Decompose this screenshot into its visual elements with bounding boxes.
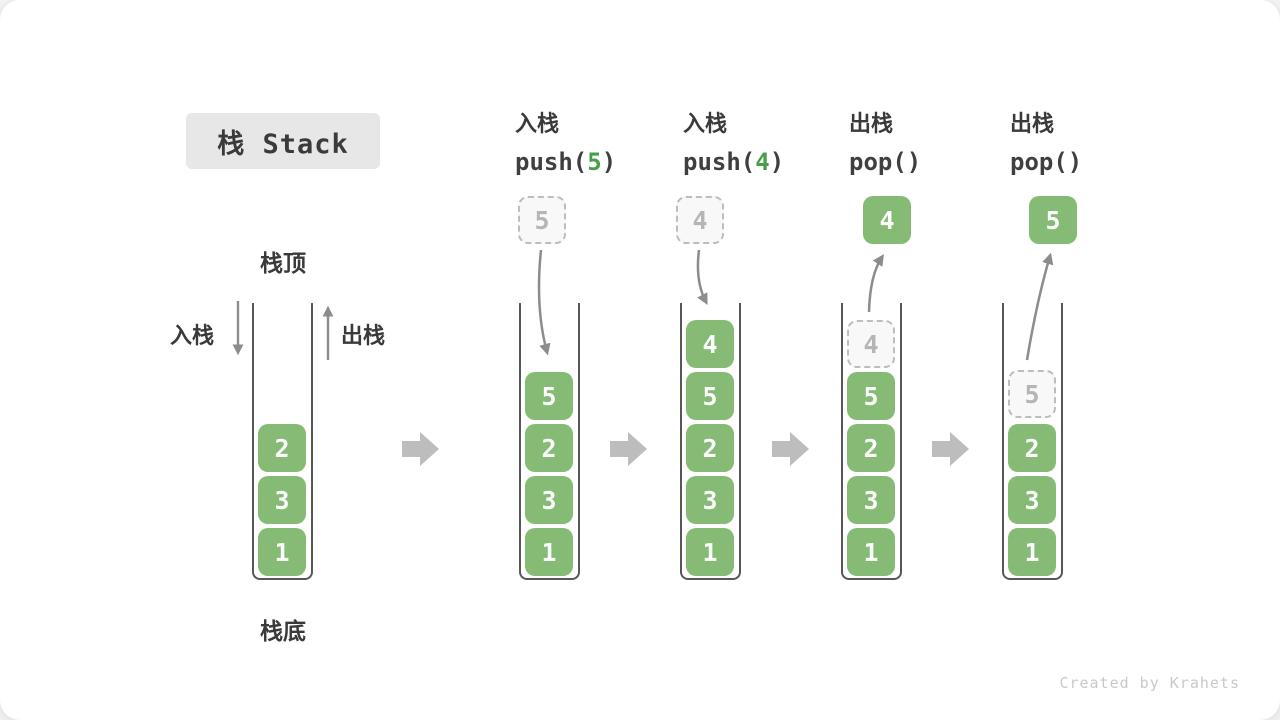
code-text: ): [601, 148, 617, 176]
step-header-pop-4: 出栈 pop(): [849, 106, 921, 176]
stack-cell: 1: [686, 528, 734, 576]
stack-cell: 3: [525, 476, 573, 524]
step-code: pop(): [1010, 148, 1083, 176]
step-arrow-icon: [932, 432, 969, 466]
arrow-head: [628, 432, 647, 466]
title-badge: 栈 Stack: [186, 113, 380, 169]
stack-cell: 3: [258, 476, 306, 524]
pop-direction-label: 出栈: [341, 323, 386, 348]
stack-container-push-5: [519, 303, 580, 580]
arrow-bar: [402, 441, 420, 457]
stack-cell: 1: [847, 528, 895, 576]
code-text: push(: [515, 148, 588, 176]
step-header-pop-5: 出栈 pop(): [1010, 106, 1082, 176]
stack-bottom-label: 栈底: [260, 618, 306, 644]
arrow-head: [790, 432, 809, 466]
push-direction-label: 入栈: [170, 323, 215, 348]
arrow-bar: [610, 441, 628, 457]
stack-cell: 2: [686, 424, 734, 472]
stack-container-initial: [252, 303, 313, 580]
step-code: push(5): [515, 148, 616, 176]
watermark: Created by Krahets: [1059, 674, 1240, 692]
arrow-head: [950, 432, 969, 466]
step-arrow-icon: [402, 432, 439, 466]
popped-value-box: 4: [863, 196, 911, 244]
ghost-cell: 5: [1008, 370, 1056, 418]
step-caption: 出栈: [1010, 111, 1055, 136]
ghost-cell: 4: [847, 320, 895, 368]
stack-cell: 2: [258, 424, 306, 472]
stack-cell: 1: [258, 528, 306, 576]
stack-cell: 5: [847, 372, 895, 420]
step-caption: 出栈: [849, 111, 894, 136]
stack-container-pop-5: [1002, 303, 1063, 580]
incoming-value-box: 5: [518, 196, 566, 244]
stack-cell: 3: [1008, 476, 1056, 524]
step-code: pop(): [849, 148, 922, 176]
stack-cell: 5: [525, 372, 573, 420]
stack-cell: 3: [686, 476, 734, 524]
stack-cell: 5: [686, 372, 734, 420]
incoming-value-box: 4: [676, 196, 724, 244]
stack-cell: 2: [1008, 424, 1056, 472]
stack-container-push-4: [680, 303, 741, 580]
step-code: push(4): [683, 148, 784, 176]
step-arrow-icon: [610, 432, 647, 466]
arrow-bar: [772, 441, 790, 457]
stack-container-pop-4: [841, 303, 902, 580]
stack-cell: 4: [686, 320, 734, 368]
code-arg: 4: [755, 148, 770, 176]
stack-cell: 2: [525, 424, 573, 472]
stack-cell: 3: [847, 476, 895, 524]
step-caption: 入栈: [515, 111, 560, 136]
popped-value-box: 5: [1029, 196, 1077, 244]
stack-cell: 1: [525, 528, 573, 576]
code-text: push(: [683, 148, 756, 176]
stack-cell: 1: [1008, 528, 1056, 576]
code-arg: 5: [587, 148, 602, 176]
step-arrow-icon: [772, 432, 809, 466]
arrow-head: [420, 432, 439, 466]
stack-cell: 2: [847, 424, 895, 472]
code-text: ): [769, 148, 785, 176]
step-caption: 入栈: [683, 111, 728, 136]
push-motion-arrow-2: [696, 249, 708, 306]
stack-top-label: 栈顶: [260, 250, 306, 276]
step-header-push-5: 入栈 push(5): [515, 106, 616, 176]
step-header-push-4: 入栈 push(4): [683, 106, 784, 176]
arrow-bar: [932, 441, 950, 457]
